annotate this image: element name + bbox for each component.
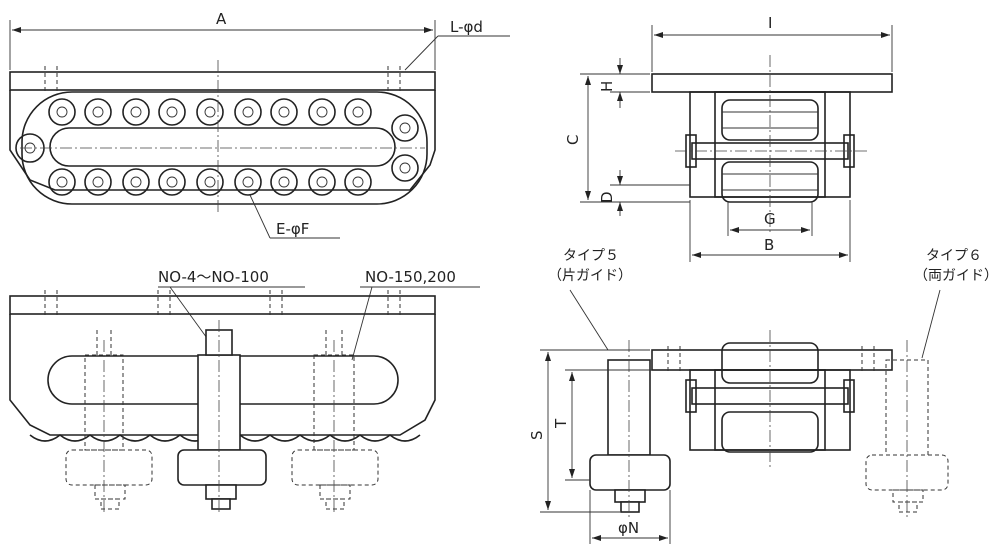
dimension-c-label: C [564,135,582,145]
guide-slot [49,127,396,167]
l-phi-d-leader [404,35,439,71]
type5-label-line1: タイプ５ [563,248,619,264]
top-left-side-view: A L-φd [9,10,510,239]
bottom-left-section-view: NO-4～NO-100 NO-150,200 [9,268,480,515]
no-large-label: NO-150,200 [365,268,456,286]
frame-body [9,90,436,191]
dimension-d-label: D [598,191,616,203]
dimension-t-label: T [552,418,570,429]
bottom-right-guide-view: タイプ５ （片ガイド） タイプ６ （両ガイド） [528,248,998,544]
no-small-label: NO-4～NO-100 [158,268,269,286]
l-phi-d-label: L-φd [450,18,483,36]
dimension-b-label: B [764,236,774,254]
dimension-g-label: G [764,210,776,228]
dimension-h-label: H [598,81,616,92]
dimension-s-label: S [528,430,546,440]
dimension-a-label: A [216,10,227,28]
top-plate [9,71,436,91]
chain-rollers [15,98,419,196]
top-right-front-view: I H C D [564,14,893,262]
type6-label-line1: タイプ６ [926,248,982,264]
type6-label-line2: （両ガイド） [914,268,998,284]
type5-label-line2: （片ガイド） [548,268,632,284]
dimension-i-label: I [768,14,772,32]
dimension-phi-n-label: φN [618,519,639,537]
e-phi-f-label: E-φF [276,220,309,238]
